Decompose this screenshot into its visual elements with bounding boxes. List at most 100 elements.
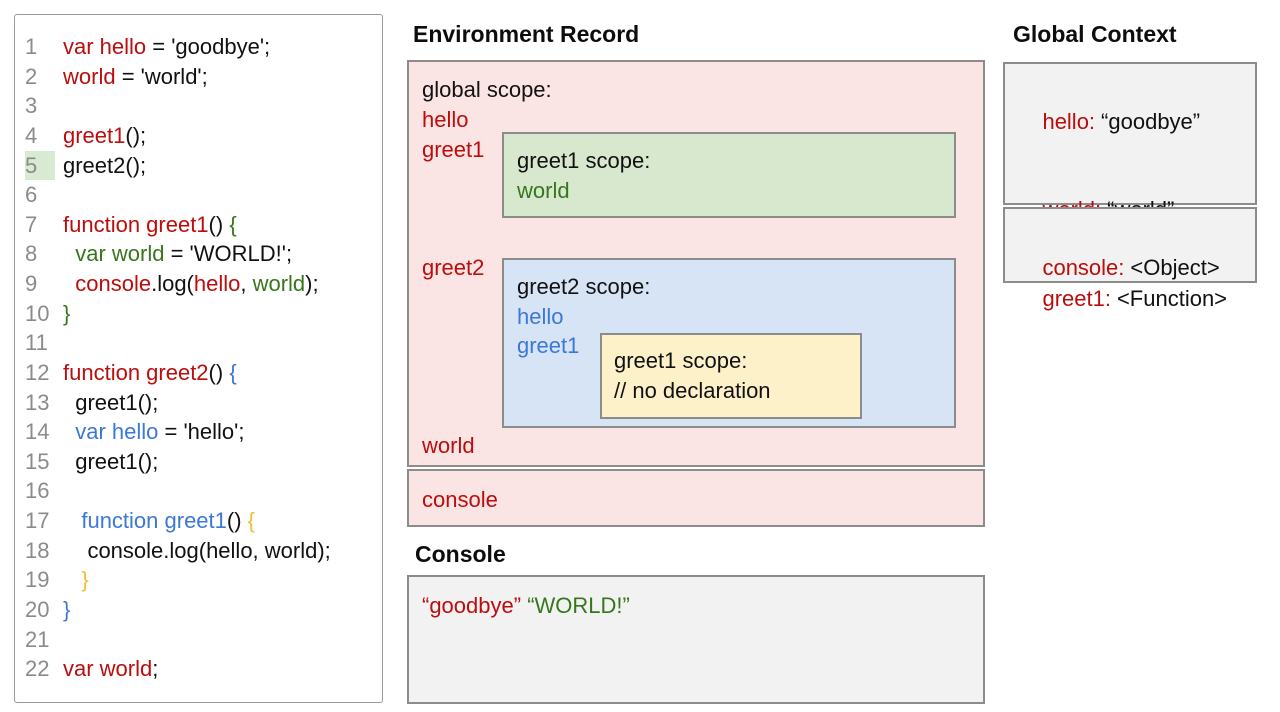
code-line: 19 } [15, 565, 382, 595]
code-line: 10} [15, 299, 382, 329]
code-token: function greet2 [63, 359, 209, 385]
global-var-hello: hello [422, 107, 469, 132]
binding-hello: hello:“goodbye” [1018, 77, 1255, 166]
code-token: world [252, 271, 306, 296]
code-token: () [208, 211, 230, 237]
code-line: 11 [15, 328, 382, 358]
code-line: 15 greet1(); [15, 447, 382, 477]
line-number: 18 [25, 537, 50, 563]
environment-record-title: Environment Record [413, 21, 640, 47]
line-number: 21 [25, 626, 50, 652]
code-token [63, 567, 81, 592]
code-token: greet1 [63, 122, 126, 148]
code-token: , [240, 271, 253, 296]
code-token: { [229, 359, 237, 385]
line-number: 13 [25, 389, 50, 415]
line-number: 15 [25, 448, 50, 474]
code-token [63, 271, 75, 296]
code-token: () [208, 359, 230, 385]
code-token: = 'hello'; [158, 419, 245, 445]
greet1-inner-scope-box: greet1 scope: // no declaration [600, 333, 862, 419]
binding-greet1: greet1:<Function> [1018, 255, 1255, 344]
greet1-scope-label: greet1 scope: [517, 148, 651, 173]
greet2-scope-box: greet2 scope: hello greet1 greet1 scope:… [502, 258, 956, 428]
code-token: function greet1 [81, 508, 227, 533]
code-token: var hello [63, 34, 147, 59]
code-line: 6 [15, 180, 382, 210]
greet2-scope-var-greet1: greet1 [517, 333, 580, 359]
no-declaration-comment: // no declaration [614, 377, 771, 403]
line-number: 2 [25, 63, 38, 89]
code-line: 3 [15, 91, 382, 121]
global-var-console: console [422, 487, 498, 512]
line-number: 17 [25, 508, 50, 533]
code-token: ; [152, 656, 159, 682]
line-number: 20 [25, 596, 50, 622]
greet1-inner-scope-label: greet1 scope: [614, 348, 748, 373]
global-scope-label: global scope: [422, 77, 552, 102]
line-number-highlighted: 5 [25, 150, 55, 181]
global-var-greet2: greet2 [422, 255, 485, 280]
binding-hello-value: “goodbye” [1101, 108, 1201, 134]
code-line: 14 var hello = 'hello'; [15, 417, 382, 447]
code-line: 20} [15, 595, 382, 625]
code-token [63, 419, 75, 444]
code-line: 22 var world; [15, 654, 382, 684]
code-line: 9 console.log(hello, world); [15, 269, 382, 299]
line-number: 12 [25, 359, 50, 385]
line-number: 10 [25, 300, 50, 326]
line-number: 9 [25, 271, 38, 296]
greet1-scope-box: greet1 scope: world [502, 132, 956, 218]
line-number: 1 [25, 34, 38, 59]
code-token: var world [75, 241, 165, 267]
code-token: = 'world'; [115, 63, 208, 89]
code-token: } [81, 567, 89, 593]
binding-greet1-name: greet1: [1042, 286, 1111, 312]
code-token [63, 241, 75, 266]
code-token: function greet1 [63, 211, 209, 237]
global-context-title: Global Context [1013, 21, 1177, 47]
binding-greet1-value: <Function> [1116, 286, 1228, 312]
global-var-greet1: greet1 [422, 137, 485, 162]
code-line: 18 console.log(hello, world); [15, 536, 382, 566]
binding-console: console:<Object> [1018, 223, 1255, 312]
code-line: 16 [15, 476, 382, 506]
code-token: () [226, 508, 248, 533]
code-token: var world [63, 656, 153, 682]
code-token: hello [193, 271, 241, 296]
console-scope-strip: console [407, 469, 985, 527]
line-number: 19 [25, 567, 50, 593]
code-token: } [63, 300, 71, 326]
greet1-scope-var-world: world [517, 177, 570, 203]
code-line: 21 [15, 625, 382, 655]
code-token: world [63, 63, 116, 89]
global-scope-box: global scope: hello greet1 greet2 world … [407, 60, 985, 467]
code-token: ); [305, 271, 319, 296]
code-token: console [75, 271, 152, 296]
binding-console-name: console: [1042, 254, 1125, 280]
code-line: 13 greet1(); [15, 388, 382, 418]
line-number: 22 [25, 656, 50, 682]
code-token [63, 508, 81, 533]
code-token: var hello [75, 419, 159, 445]
code-token: console.log(hello, world); [63, 537, 331, 563]
console-title: Console [415, 541, 506, 567]
code-line: 8 var world = 'WORLD!'; [15, 239, 382, 269]
code-token: (); [125, 122, 147, 148]
code-token: } [63, 596, 71, 622]
code-line: 2 world = 'world'; [15, 62, 382, 92]
code-token: greet1(); [63, 448, 159, 474]
line-number: 11 [25, 330, 48, 356]
code-token: greet1(); [63, 389, 159, 415]
global-context-console-box: console:<Object> [1003, 207, 1257, 283]
code-token: .log( [151, 271, 194, 296]
code-line: 17 function greet1() { [15, 506, 382, 536]
code-token: = 'WORLD!'; [164, 241, 293, 267]
